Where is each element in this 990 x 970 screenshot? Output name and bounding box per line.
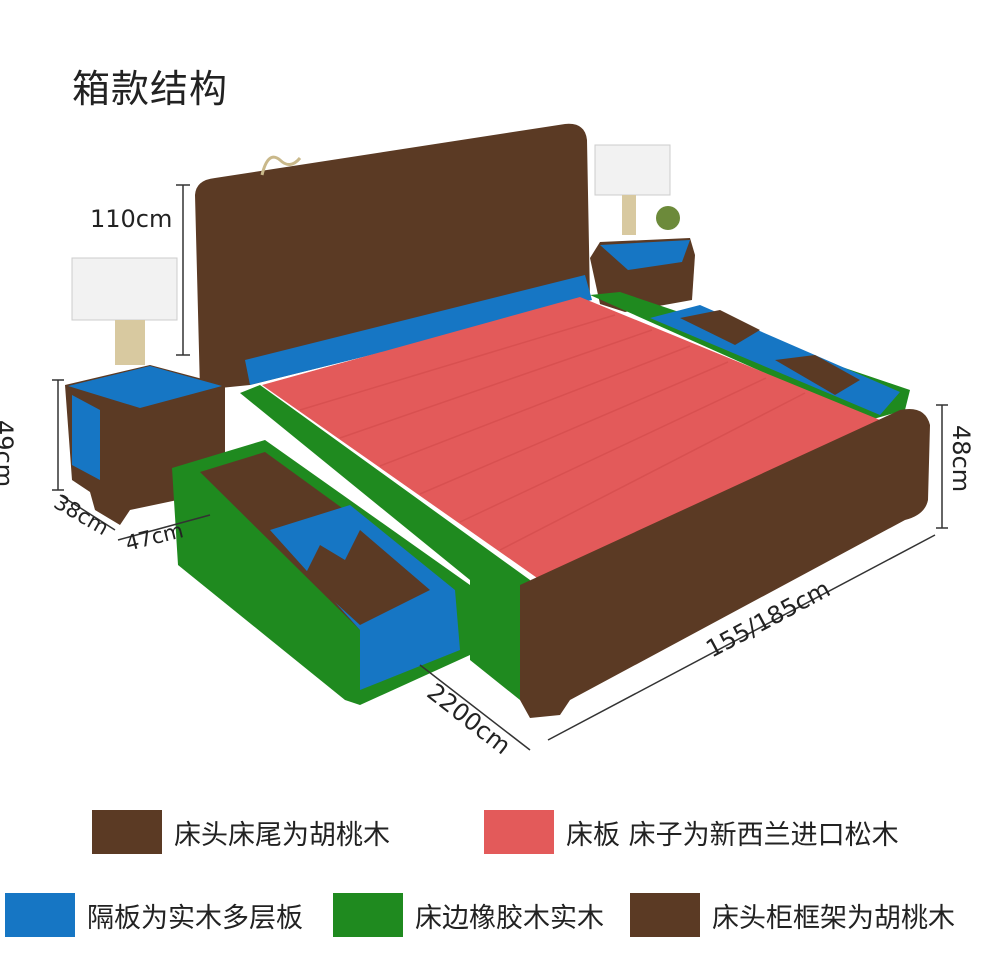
legend-item-pine: 床板 床子为新西兰进口松木 <box>484 810 899 854</box>
left-nightstand-lamp-base <box>115 320 145 365</box>
right-nightstand-plant <box>656 206 680 230</box>
legend-swatch <box>484 810 554 854</box>
right-nightstand-lamp-base <box>622 195 636 235</box>
legend-item-plywood: 隔板为实木多层板 <box>5 893 303 937</box>
footboard <box>520 409 930 718</box>
legend-swatch <box>630 893 700 937</box>
headboard-height-label: 110cm <box>90 205 173 233</box>
legend-label: 床头柜框架为胡桃木 <box>712 902 955 934</box>
right-nightstand-lamp-shade <box>594 144 671 196</box>
legend-label: 隔板为实木多层板 <box>87 902 303 934</box>
bed-height-label: 48cm <box>947 425 975 493</box>
bed-structure-diagram <box>52 123 948 751</box>
mattress-slats <box>262 297 880 580</box>
legend-swatch <box>92 810 162 854</box>
nightstand-height-label: 49cm <box>0 420 18 488</box>
legend-item-nightstand-walnut: 床头柜框架为胡桃木 <box>630 893 955 937</box>
legend-swatch <box>333 893 403 937</box>
legend-label: 床板 床子为新西兰进口松木 <box>566 819 899 851</box>
headboard-partition <box>245 275 592 385</box>
headboard-ornament <box>260 155 302 176</box>
slat-lines <box>299 314 806 551</box>
legend-item-rubberwood: 床边橡胶木实木 <box>333 893 604 937</box>
legend-label: 床边橡胶木实木 <box>415 902 604 934</box>
legend-label: 床头床尾为胡桃木 <box>174 819 390 851</box>
left-nightstand-lamp-shade <box>71 257 178 321</box>
left-side-rail <box>240 385 530 700</box>
page-title: 箱款结构 <box>72 67 229 111</box>
dimension-lines <box>52 184 948 751</box>
legend-swatch <box>5 893 75 937</box>
legend-item-walnut: 床头床尾为胡桃木 <box>92 810 390 854</box>
